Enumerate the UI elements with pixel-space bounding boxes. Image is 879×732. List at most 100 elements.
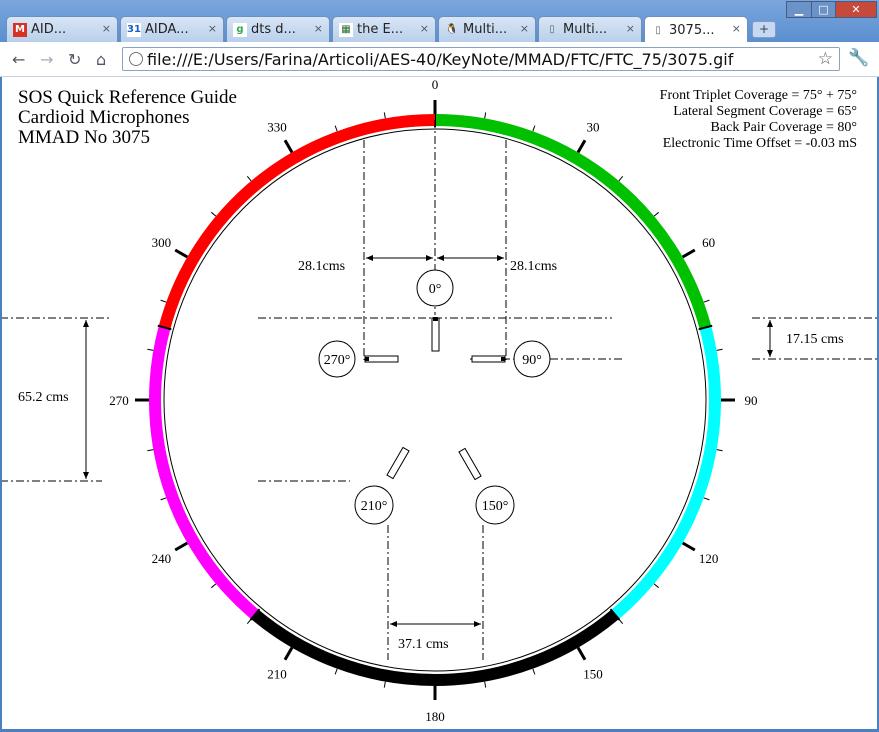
tab-label: AIDA...	[145, 22, 189, 37]
home-button[interactable]: ⌂	[96, 50, 107, 69]
tab-close-icon[interactable]: ×	[625, 22, 635, 35]
mic-0-label: 0°	[429, 282, 442, 297]
reload-button[interactable]: ↻	[68, 50, 82, 69]
lateral-dimension-label: 17.15 cms	[786, 332, 844, 347]
tab-close-icon[interactable]: ×	[731, 22, 741, 35]
minor-tick	[246, 618, 252, 625]
forward-button[interactable]: →	[40, 50, 54, 69]
page-content: SOS Quick Reference Guide Cardioid Micro…	[2, 77, 877, 729]
mic-270-circle	[318, 340, 356, 378]
minor-tick	[618, 618, 624, 625]
browser-tab[interactable]: ▯ Multi... ×	[538, 16, 642, 42]
minor-tick	[653, 583, 660, 589]
major-tick	[174, 248, 189, 259]
google-icon: g	[233, 22, 247, 37]
minimize-button[interactable]: ▁	[786, 1, 812, 18]
mic-90-circle	[513, 340, 551, 378]
segment-boundary-4	[157, 324, 172, 331]
tab-close-icon[interactable]: ×	[419, 22, 429, 35]
minor-tick	[160, 497, 167, 501]
minor-tick	[210, 211, 217, 217]
browser-tab[interactable]: ▦the E...×	[332, 16, 436, 42]
tab-label: Multi...	[563, 22, 608, 37]
close-button[interactable]: ✕	[835, 1, 877, 18]
minor-tick	[334, 668, 338, 675]
major-tick	[283, 646, 294, 661]
tab-label: the E...	[357, 22, 404, 37]
angle-label-60: 60	[702, 235, 715, 250]
minor-tick	[210, 583, 217, 589]
mic-90-body	[471, 355, 506, 363]
mic-150-label: 150°	[482, 499, 509, 514]
angle-label-120: 120	[699, 551, 719, 566]
mic-210-label: 210°	[361, 499, 388, 514]
wrench-menu-icon[interactable]: 🔧	[848, 48, 870, 68]
minor-tick	[532, 668, 536, 675]
address-bar[interactable]: file:///E:/Users/Farina/Articoli/AES-40/…	[122, 47, 840, 71]
minor-tick	[334, 125, 338, 132]
angle-label-30: 30	[587, 119, 600, 134]
angle-label-210: 210	[267, 667, 287, 682]
info-line: Back Pair Coverage = 80°	[710, 120, 857, 135]
angle-label-0: 0	[432, 77, 439, 92]
info-line: Electronic Time Offset = -0.03 mS	[662, 136, 857, 151]
tab-close-icon[interactable]: ×	[101, 22, 111, 35]
minor-tick	[716, 449, 723, 452]
mic-0-circle	[416, 269, 454, 307]
page-icon: ▯	[549, 24, 555, 35]
minor-tick	[160, 299, 167, 303]
major-tick	[174, 541, 189, 552]
mic-150-circle	[475, 485, 515, 525]
browser-tab[interactable]: ▯3075...×	[644, 16, 748, 43]
major-tick	[681, 248, 696, 259]
mic-150-body	[458, 447, 482, 481]
minor-tick	[703, 497, 710, 501]
major-tick	[576, 646, 587, 661]
address-url: file:///E:/Users/Farina/Articoli/AES-40/…	[147, 49, 734, 69]
browser-tab[interactable]: g dts d... ×	[226, 16, 330, 42]
coverage-segment-3	[149, 325, 259, 620]
angle-label-270: 270	[109, 393, 129, 408]
mic-270-capsule	[365, 357, 369, 361]
coverage-segment-1	[611, 325, 721, 620]
major-tick	[283, 139, 294, 154]
major-tick	[681, 541, 696, 552]
angle-label-240: 240	[152, 551, 172, 566]
tab-label: dts d...	[251, 22, 296, 37]
tab-label: Multi...	[463, 22, 508, 37]
mic-270-label: 270°	[324, 353, 351, 368]
depth-dimension-label: 65.2 cms	[18, 390, 69, 405]
minor-tick	[147, 449, 154, 452]
angle-label-330: 330	[267, 119, 287, 134]
tab-label: 3075...	[669, 22, 715, 38]
angle-label-150: 150	[583, 667, 603, 682]
minor-tick	[383, 112, 386, 119]
maximize-button[interactable]: □	[811, 1, 836, 18]
tab-close-icon[interactable]: ×	[519, 22, 529, 35]
new-tab-button[interactable]: +	[752, 21, 776, 38]
bookmark-star-icon[interactable]: ☆	[817, 49, 833, 69]
info-line: Lateral Segment Coverage = 65°	[673, 104, 857, 119]
minor-tick	[532, 125, 536, 132]
tab-close-icon[interactable]: ×	[313, 22, 323, 35]
tab-close-icon[interactable]: ×	[207, 22, 217, 35]
browser-tab[interactable]: 🐧Multi...×	[438, 16, 536, 42]
front-left-dimension-label: 28.1cms	[298, 259, 345, 274]
back-button[interactable]: ←	[12, 50, 26, 69]
minor-tick	[653, 211, 660, 217]
mic-210-body	[386, 446, 410, 480]
angle-label-180: 180	[425, 709, 445, 724]
minor-tick	[484, 681, 487, 688]
minor-tick	[618, 175, 624, 182]
coverage-segment-4	[158, 114, 436, 330]
mic-90-capsule	[501, 357, 505, 361]
segment-boundary-3	[249, 608, 261, 621]
minor-tick	[703, 299, 710, 303]
coverage-segment-0	[434, 114, 712, 330]
tab-label: AID...	[31, 22, 67, 37]
